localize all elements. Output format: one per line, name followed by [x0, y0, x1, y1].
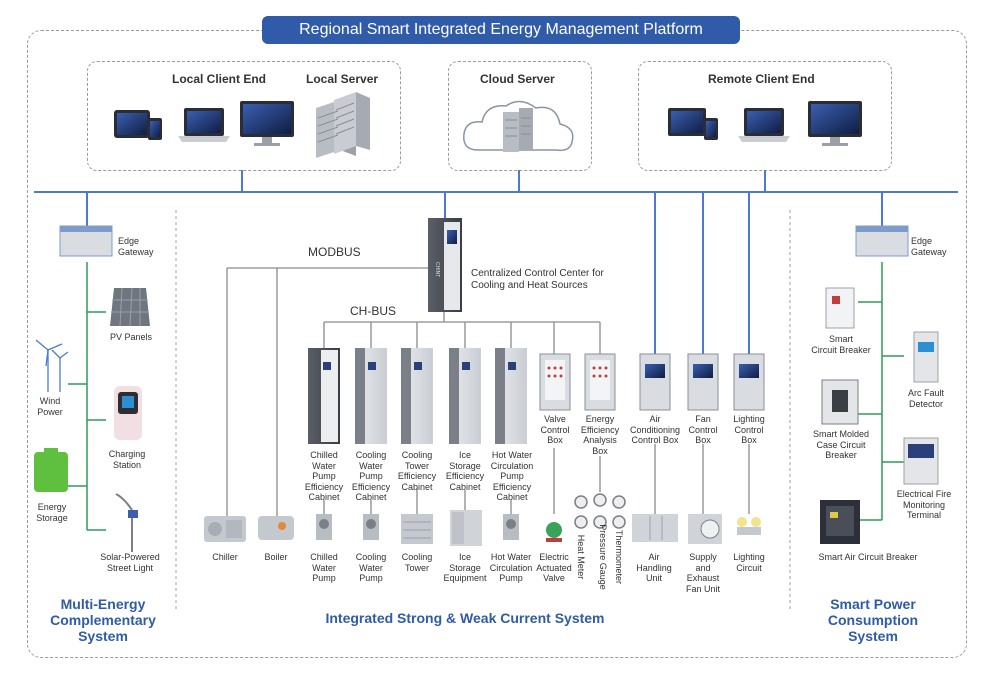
street-light-label: Solar-Powered Street Light — [100, 552, 160, 573]
pump-icon — [316, 514, 332, 540]
energy-storage-label: Energy Storage — [36, 502, 68, 523]
right-edge-gateway-label: Edge Gateway — [911, 236, 947, 257]
air-handling-unit-icon — [632, 514, 678, 542]
remote-client-heading: Remote Client End — [708, 72, 815, 86]
ice-storage-icon — [450, 510, 482, 546]
modbus-label: MODBUS — [308, 245, 361, 259]
charging-station-label: Charging Station — [108, 449, 146, 470]
cooling-pump-label: Cooling Water Pump — [355, 552, 387, 583]
ice-equipment-label: Ice Storage Equipment — [443, 552, 487, 583]
local-group — [87, 61, 401, 171]
cabinet-label: Ice Storage Efficiency Cabinet — [445, 450, 485, 492]
local-client-heading: Local Client End — [172, 72, 267, 86]
valve-icon — [546, 522, 562, 542]
cloud-server-icon — [463, 100, 574, 152]
left-edge-gateway-label: Edge Gateway — [118, 236, 154, 257]
hot-pump-label: Hot Water Circulation Pump — [489, 552, 533, 583]
chiller-icon — [204, 516, 246, 542]
cabinet-label: Cooling Tower Efficiency Cabinet — [397, 450, 437, 492]
fan-icon — [688, 514, 722, 544]
ethernet-bus — [34, 170, 958, 354]
arc-fault-detector-icon — [913, 331, 939, 383]
circuit-breaker-icon — [825, 287, 855, 329]
cooling-tower-icon — [401, 514, 433, 544]
left-system-title: Multi-Energy Complementary System — [50, 596, 156, 644]
charging-station-icon — [114, 386, 142, 440]
lighting-box-label: Lighting Control Box — [733, 414, 765, 445]
arc-fault-label: Arc Fault Detector — [907, 388, 944, 409]
svg-text:CHINT: CHINT — [434, 262, 440, 277]
cabinet-label: Cooling Water Pump Efficiency Cabinet — [351, 450, 391, 502]
energy-box-label: Energy Efficiency Analysis Box — [580, 414, 620, 456]
edge-gateway-icon — [59, 225, 113, 257]
laptop-icon — [668, 108, 718, 140]
cloud-server-heading: Cloud Server — [480, 72, 555, 86]
fan-box-label: Fan Control Box — [688, 414, 718, 445]
molded-case-breaker-icon — [821, 379, 859, 425]
pump-icon — [503, 514, 519, 540]
cooling-tower-label: Cooling Tower — [401, 552, 433, 573]
chiller-label: Chiller — [212, 552, 238, 562]
solar-panel-icon — [110, 287, 150, 327]
pv-panels-label: PV Panels — [109, 332, 153, 342]
fire-monitor-icon — [903, 437, 939, 485]
street-light-icon — [115, 493, 138, 552]
acb-label: Smart Air Circuit Breaker — [818, 552, 918, 562]
valve-box-label: Valve Control Box — [540, 414, 570, 445]
control-center-label: Centralized Control Center for Cooling a… — [471, 268, 604, 291]
pressure-gauge-label: Pressure Gauge — [598, 524, 608, 590]
battery-icon — [34, 448, 68, 492]
thermometer-label: Thermometer — [614, 529, 624, 584]
chbus-label: CH-BUS — [350, 304, 397, 318]
pump-icon — [363, 514, 379, 540]
supply-fan-label: Supply and Exhaust Fan Unit — [685, 552, 720, 594]
laptop-icon — [738, 108, 790, 142]
page-title: Regional Smart Integrated Energy Managem… — [262, 16, 740, 44]
control-box-icons — [539, 353, 765, 411]
circuit-breaker-label: Smart Circuit Breaker — [811, 334, 871, 355]
valve-label: Electric Actuated Valve — [536, 552, 572, 583]
meter-icons — [574, 493, 626, 529]
laptop-icon — [178, 108, 230, 142]
right-system-title: Smart Power Consumption System — [827, 596, 919, 644]
cabinet-label: Chilled Water Pump Efficiency Cabinet — [304, 450, 344, 502]
heat-meter-label: Heat Meter — [576, 534, 586, 580]
lighting-circuit-label: Lighting Circuit — [733, 552, 765, 573]
lighting-circuit-icon — [737, 517, 761, 535]
fire-monitor-label: Electrical Fire Monitoring Terminal — [896, 489, 952, 520]
air-circuit-breaker-icon — [820, 500, 860, 544]
monitor-icon — [808, 101, 862, 146]
edge-gateway-icon — [855, 225, 909, 257]
wind-power-label: Wind Power — [37, 396, 63, 417]
air-box-label: Air Conditioning Control Box — [629, 414, 681, 445]
ahu-label: Air Handling Unit — [636, 552, 672, 583]
server-rack-icon — [316, 92, 370, 158]
boiler-label: Boiler — [264, 552, 288, 562]
molded-breaker-label: Smart Molded Case Circuit Breaker — [812, 429, 870, 460]
boiler-icon — [258, 516, 294, 540]
local-server-heading: Local Server — [306, 72, 379, 86]
cabinet-icons — [308, 348, 527, 444]
control-center-cabinet-icon: CHINT — [428, 218, 462, 312]
middle-system-title: Integrated Strong & Weak Current System — [325, 610, 605, 626]
tablet-icon — [114, 110, 162, 140]
chilled-pump-label: Chilled Water Pump — [310, 552, 338, 583]
wind-turbine-icon — [35, 339, 69, 392]
cabinet-label: Hot Water Circulation Pump Efficiency Ca… — [490, 450, 534, 502]
monitor-icon — [240, 101, 294, 146]
